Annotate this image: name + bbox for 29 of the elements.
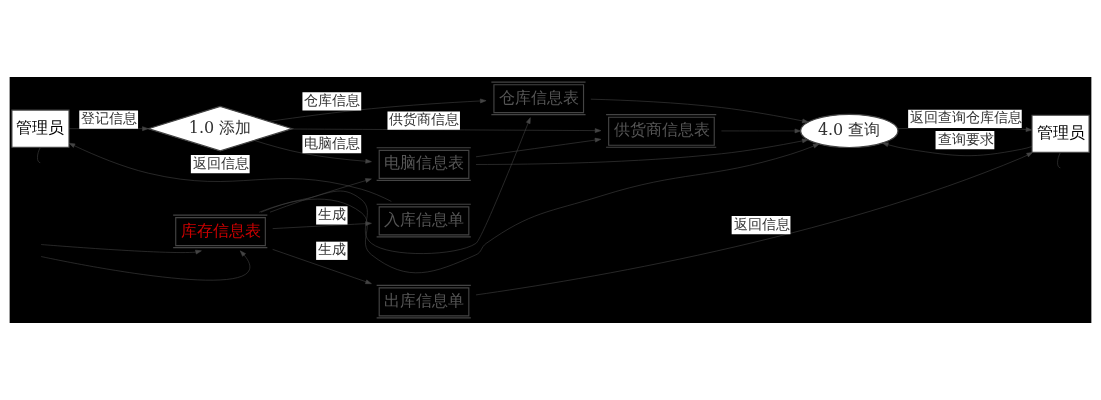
arrow — [40, 244, 202, 255]
arrow — [254, 140, 372, 164]
edge-label: 返回信息 — [192, 154, 249, 171]
arrow — [260, 117, 531, 254]
edge-label: 返回查询仓库信息 — [910, 109, 1023, 126]
edge-label: 生成 — [318, 205, 347, 222]
edge-label: 返回信息 — [733, 215, 790, 232]
edge-label: 登记信息 — [81, 110, 138, 127]
edge-label: 电脑信息 — [304, 134, 361, 151]
arrow — [475, 137, 602, 158]
arrow — [590, 98, 809, 124]
arrow — [258, 143, 820, 273]
arrow — [40, 250, 251, 281]
edge-label: 供货商信息 — [389, 111, 460, 128]
node-box: 管理员 — [11, 109, 70, 148]
arrow — [268, 98, 487, 122]
arrow — [475, 138, 809, 165]
edge-label: 生成 — [318, 241, 347, 258]
arrow — [882, 142, 1033, 156]
connector — [37, 146, 41, 163]
arrow — [272, 221, 372, 229]
node-box: 管理员 — [1031, 114, 1090, 153]
arrow — [475, 152, 1033, 296]
arrow — [68, 142, 392, 202]
arrow — [272, 249, 372, 284]
edge-label: 仓库信息 — [304, 91, 361, 108]
arrow — [721, 128, 801, 134]
edge-label: 查询要求 — [937, 130, 994, 147]
arrow — [269, 178, 372, 213]
